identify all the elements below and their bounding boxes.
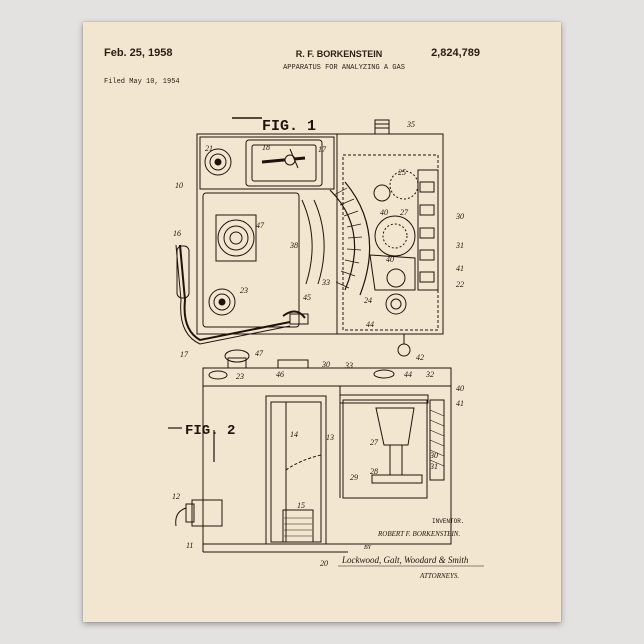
knob-35 [375, 120, 389, 134]
numeral-47-b: 47 [255, 349, 264, 358]
numeral-40-c: 40 [456, 384, 464, 393]
knob-47-mid [224, 226, 248, 250]
numeral-46: 46 [276, 370, 284, 379]
numeral-41-b: 41 [456, 399, 464, 408]
numeral-23-b: 23 [236, 372, 244, 381]
meter-needle [262, 158, 305, 162]
numeral-16: 16 [173, 229, 181, 238]
fig2-connector-12 [192, 500, 222, 526]
numeral-44-b: 44 [404, 370, 412, 379]
ball-42 [398, 344, 410, 356]
fig1-face-plate [203, 193, 299, 327]
fig2-beam-32 [340, 395, 428, 403]
numeral-27: 27 [400, 208, 409, 217]
inventor-signature-name: ROBERT F. BORKENSTEIN. [377, 530, 460, 538]
side-clamps [420, 182, 434, 282]
numeral-13: 13 [326, 433, 334, 442]
numeral-35: 35 [406, 120, 415, 129]
numeral-41: 41 [456, 264, 464, 273]
fitting-45 [283, 311, 305, 318]
meter-window [246, 140, 322, 186]
numeral-21: 21 [205, 144, 213, 153]
dial-ticks [334, 188, 362, 288]
numeral-17: 17 [180, 350, 189, 359]
fig2-lamp-27 [376, 408, 414, 445]
numeral-27-b: 27 [370, 438, 379, 447]
inventor-label: INVENTOR. [432, 518, 464, 525]
numeral-30-c: 30 [429, 451, 438, 460]
numeral-32: 32 [425, 370, 434, 379]
knob-47 [218, 220, 254, 256]
numeral-38: 38 [289, 241, 298, 250]
fig2-cord [176, 508, 186, 526]
numeral-29: 29 [350, 473, 358, 482]
patent-drawing: FIG. 1 [83, 22, 561, 622]
numeral-24: 24 [364, 296, 372, 305]
fig2-knob-base [228, 358, 246, 368]
scale-arc-outer [302, 200, 312, 284]
numeral-15: 15 [297, 501, 305, 510]
numeral-12: 12 [172, 492, 180, 501]
dial-arc-a [330, 190, 355, 290]
numeral-23: 23 [240, 286, 248, 295]
numeral-30: 30 [455, 212, 464, 221]
fig2-knob-44 [374, 370, 394, 378]
fig2-label: FIG. 2 [185, 423, 235, 439]
fig2-knob-23 [209, 371, 227, 379]
numeral-42: 42 [416, 353, 424, 362]
knob-44 [386, 294, 406, 314]
knob-47-inner [230, 232, 242, 244]
chamber-cylinder [375, 216, 415, 256]
fig2-knob-47 [225, 350, 249, 362]
numeral-30-b: 30 [321, 360, 330, 369]
fig2-plug [186, 504, 194, 522]
numeral-45: 45 [303, 293, 311, 302]
numeral-44: 44 [366, 320, 374, 329]
fig1-label: FIG. 1 [262, 118, 316, 135]
numeral-11: 11 [186, 541, 193, 550]
numeral-33: 33 [321, 278, 330, 287]
fig2-piston-15 [283, 510, 313, 542]
knob-21-center [215, 159, 221, 165]
fig1-chamber [343, 155, 438, 330]
numeral-10: 10 [175, 181, 183, 190]
attorneys-label: ATTORNEYS. [419, 572, 459, 580]
numeral-40-b: 40 [386, 255, 394, 264]
numeral-20: 20 [320, 559, 328, 568]
chamber-cylinder-inner [383, 224, 407, 248]
knob-47-frame [216, 215, 256, 261]
dial-arc-b [345, 182, 370, 295]
numeral-33-b: 33 [344, 361, 353, 370]
numeral-40: 40 [380, 208, 388, 217]
cell-40-top [374, 185, 390, 201]
numeral-28: 28 [370, 467, 378, 476]
fig2-cylinder-outer [266, 396, 326, 544]
numeral-31-b: 31 [429, 462, 438, 471]
fig2-fitting-46 [278, 360, 308, 368]
numeral-22: 22 [456, 280, 464, 289]
attorney-firm-signature: Lockwood, Galt, Woodard & Smith [341, 555, 469, 565]
numeral-25: 25 [398, 168, 406, 177]
numeral-31: 31 [455, 241, 464, 250]
fig2-liquid-line [286, 455, 321, 470]
scale-arc-inner [314, 200, 324, 284]
knob-44-inner [391, 299, 401, 309]
knob-23-center [219, 299, 225, 305]
cell-40-bottom [387, 269, 405, 287]
fig2-piston-hatch [284, 518, 312, 536]
numeral-17-top: 17 [318, 145, 327, 154]
fig2-base-29 [372, 475, 422, 483]
signature-by: BY [364, 545, 372, 551]
fig2-stem-28 [390, 445, 402, 475]
numeral-47: 47 [256, 221, 265, 230]
numeral-18: 18 [262, 143, 270, 152]
numeral-14: 14 [290, 430, 298, 439]
